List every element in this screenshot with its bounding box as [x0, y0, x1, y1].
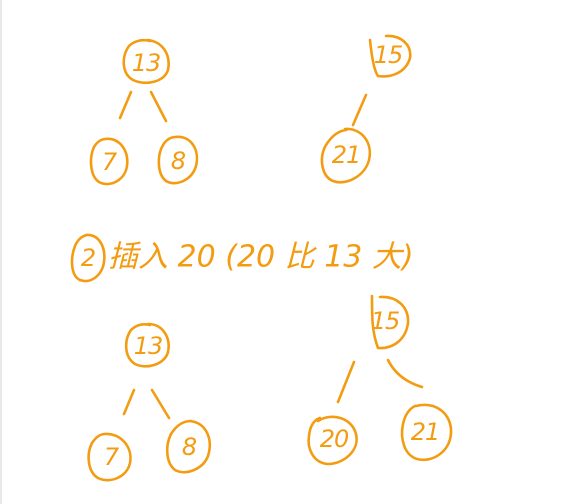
after-node-20: 20: [307, 415, 358, 466]
before-node-7: 7: [89, 137, 129, 186]
after-tree-left: 13 7 8: [87, 322, 211, 482]
after-tree-right: 15 20 21: [307, 294, 453, 466]
after-node-20-label: 20: [320, 425, 349, 453]
after-node-8-label: 8: [182, 433, 197, 461]
after-node-13: 13: [124, 322, 170, 368]
before-node-21: 21: [320, 127, 372, 184]
before-node-7-label: 7: [102, 148, 118, 176]
after-node-13-label: 13: [134, 332, 163, 360]
before-node-8: 8: [157, 135, 199, 185]
before-tree-left: 13 7 8: [89, 38, 199, 186]
before-node-15: 15: [368, 34, 412, 78]
step-number-label: 2: [81, 244, 95, 272]
before-node-13: 13: [122, 38, 170, 84]
left-border-line: [0, 0, 2, 504]
step-number-circle: 2: [70, 233, 106, 283]
after-node-21: 21: [400, 403, 453, 462]
after-edge-13-7: [122, 388, 136, 416]
step-annotation-text: 插入 20 (20 比 13 大): [108, 240, 414, 275]
after-node-8: 8: [165, 419, 211, 474]
step-annotation: 2 插入 20 (20 比 13 大): [70, 233, 414, 283]
after-node-21-label: 21: [411, 418, 440, 446]
before-node-15-label: 15: [374, 41, 403, 69]
after-node-7: 7: [87, 432, 132, 482]
before-edge-13-7: [118, 90, 133, 120]
after-node-15-label: 15: [371, 307, 400, 335]
before-node-8-label: 8: [171, 147, 186, 175]
before-edge-13-8: [149, 90, 168, 123]
after-edge-15-21: [386, 358, 424, 389]
after-edge-15-20: [336, 360, 356, 404]
before-edge-15-21: [351, 93, 368, 127]
before-node-21-label: 21: [332, 141, 361, 169]
after-edge-13-8: [150, 388, 171, 420]
before-node-13-label: 13: [132, 49, 161, 77]
after-node-7-label: 7: [104, 443, 120, 471]
after-node-15: 15: [370, 294, 410, 350]
before-tree-right: 15 21: [320, 34, 412, 184]
